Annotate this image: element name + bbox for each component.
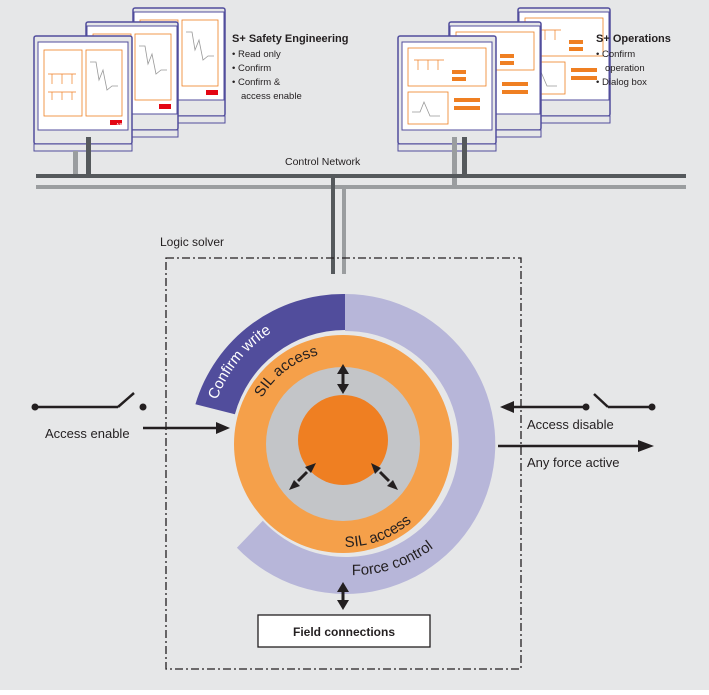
network-label: Control Network xyxy=(285,156,361,168)
access-enable-arrow xyxy=(143,422,230,434)
logic-solver-box xyxy=(165,257,522,670)
double-arrow-top xyxy=(337,364,349,394)
operations-title: S+ Operations xyxy=(596,33,671,45)
logic-core xyxy=(298,395,388,485)
access-enable-switch xyxy=(31,392,147,411)
any-force-active-arrow xyxy=(498,440,654,452)
any-force-active-label: Any force active xyxy=(527,455,620,470)
bullet-operation: operation xyxy=(605,63,645,74)
engineering-bullets: • Read only • Confirm • Confirm & access… xyxy=(232,49,302,102)
operations-monitor-front xyxy=(397,35,497,152)
bullet-read-only: • Read only xyxy=(232,49,281,60)
force-control-ring xyxy=(236,293,496,594)
operations-workstation xyxy=(397,7,611,187)
field-connections-box xyxy=(257,614,431,648)
network-drop-light xyxy=(342,185,346,274)
double-arrow-left xyxy=(289,463,316,490)
access-disable-arrow xyxy=(500,401,590,413)
operations-bullets: • Confirm operation • Dialog box xyxy=(596,49,647,88)
access-disable-label: Access disable xyxy=(527,417,614,432)
network-line-light xyxy=(36,185,686,189)
bullet-confirm: • Confirm xyxy=(232,63,271,74)
bullet-confirm-access: • Confirm & xyxy=(232,77,281,88)
network-drop-dark xyxy=(331,174,335,274)
engineering-title: S+ Safety Engineering xyxy=(232,33,348,45)
access-disable-switch xyxy=(593,393,656,411)
double-arrow-field xyxy=(337,582,349,610)
engineering-workstation: ABB xyxy=(33,7,226,177)
bullet-confirm-op: • Confirm xyxy=(596,49,635,60)
double-arrow-right xyxy=(371,463,398,490)
control-network xyxy=(36,174,686,274)
network-line-dark xyxy=(36,174,686,178)
confirm-write-ring xyxy=(195,293,345,415)
field-connections-label: Field connections xyxy=(293,625,395,639)
monitor-logo: ABB xyxy=(116,123,127,129)
engineering-monitor-front: ABB xyxy=(33,35,133,152)
bullet-dialog-box: • Dialog box xyxy=(596,77,647,88)
access-enable-label: Access enable xyxy=(45,426,130,441)
bullet-access-enable: access enable xyxy=(241,91,302,102)
logic-solver-label: Logic solver xyxy=(160,235,224,249)
